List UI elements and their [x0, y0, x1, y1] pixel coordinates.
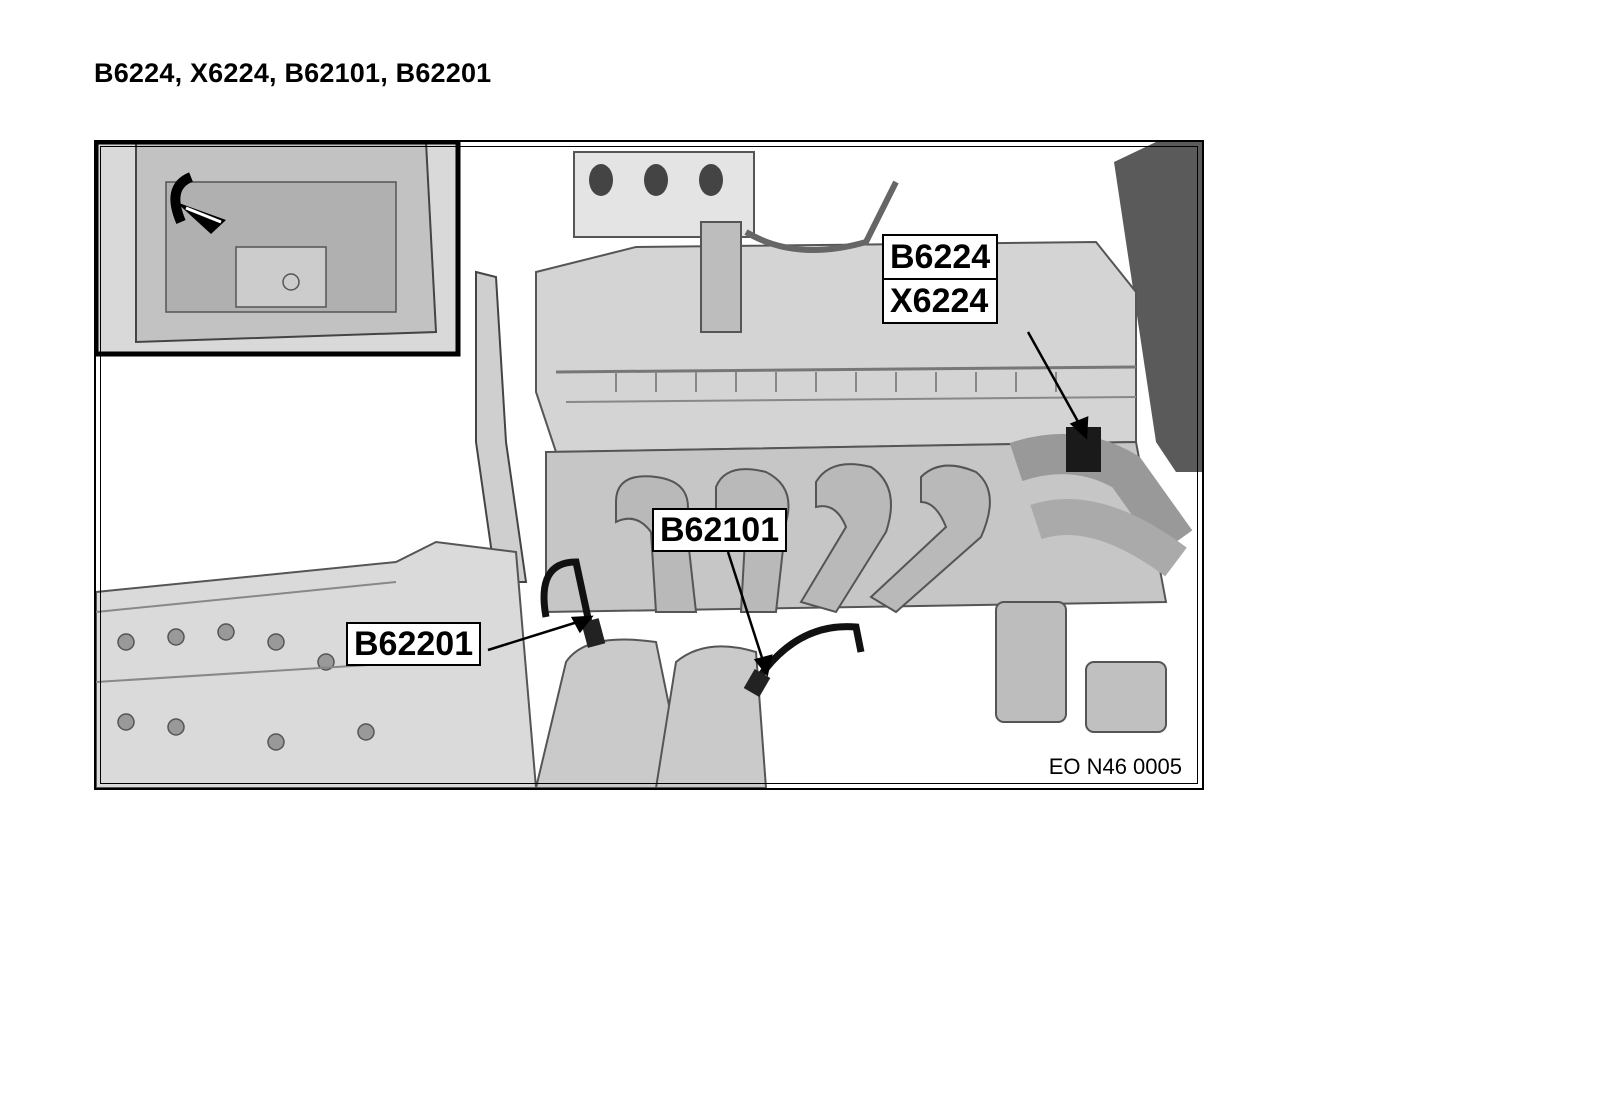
leader-lines — [487, 331, 1089, 677]
page-title: B6224, X6224, B62101, B62201 — [94, 58, 492, 88]
engine-diagram: B6224 X6224 B62101 B62201 EO N46 0005 — [94, 140, 1204, 790]
location-inset — [96, 142, 461, 357]
callout-b62101: B62101 — [652, 508, 788, 552]
engine-illustration — [96, 142, 1202, 788]
firewall-panel — [1114, 142, 1202, 472]
valve-cover — [535, 240, 1137, 454]
callout-b6224: B6224 — [890, 238, 991, 276]
callout-x6224: X6224 — [884, 278, 997, 322]
figure-id: EO N46 0005 — [1034, 752, 1190, 782]
catalytic-converters — [534, 638, 768, 788]
callout-b62201: B62201 — [346, 622, 482, 666]
transmission — [96, 540, 538, 788]
callout-b6224-x6224: B6224 X6224 — [882, 234, 999, 324]
sensor-cable-b62201 — [540, 558, 595, 633]
